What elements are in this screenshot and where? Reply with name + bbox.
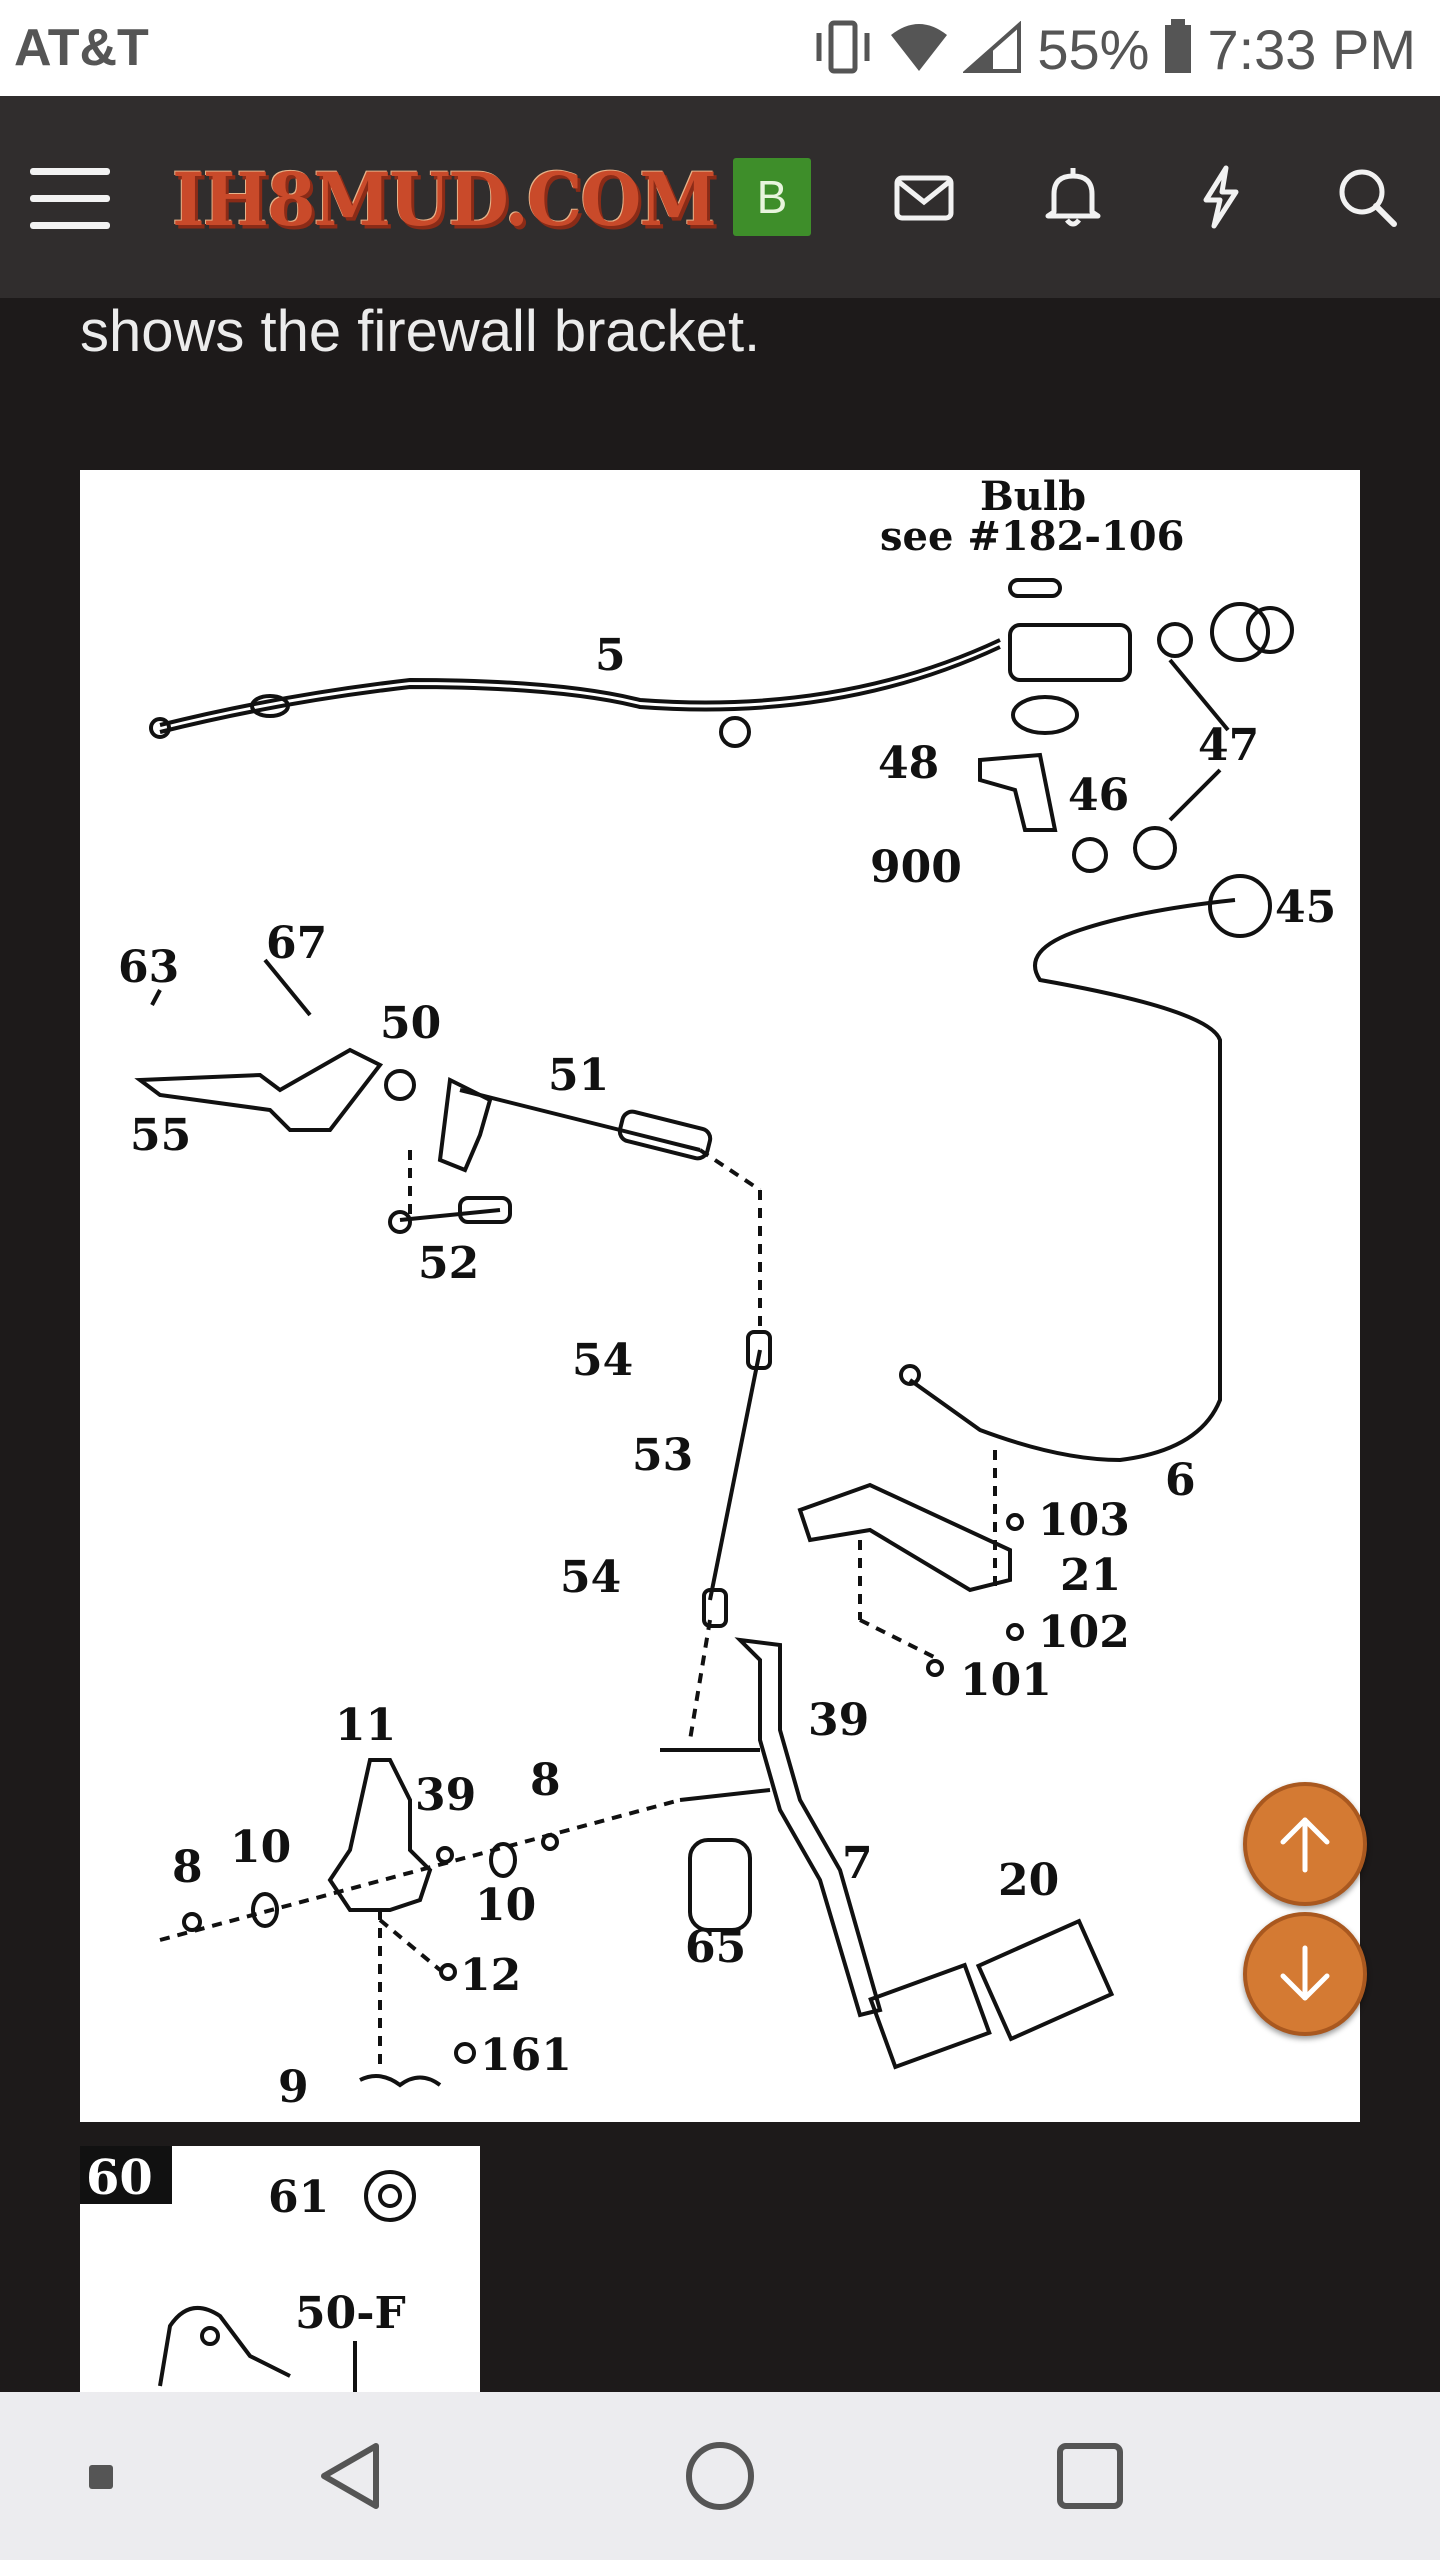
part-label: 102 [1038,1607,1130,1658]
part-label: 54 [560,1552,621,1603]
wifi-icon [889,21,949,78]
part-label: 11 [335,1700,396,1751]
part-label: 53 [632,1430,693,1481]
mail-icon[interactable] [891,164,957,230]
diagram2-label: 50-F [295,2288,406,2339]
parts-diagram[interactable]: Bulb see #182-106 5 47 48 46 900 45 63 6… [80,470,1360,2122]
part-label: 6 [1165,1455,1196,1506]
parts-diagram-2-drawing: 60 61 50-F [80,2146,416,2392]
lightning-icon[interactable] [1188,164,1254,230]
bell-icon[interactable] [1040,164,1106,230]
scroll-up-button[interactable] [1243,1782,1367,1906]
home-icon[interactable] [684,2440,756,2512]
diagram2-label: 61 [268,2172,329,2223]
part-label: 10 [475,1880,536,1931]
part-label: 5 [595,630,626,681]
site-header: IH8MUD.COM B [0,96,1440,298]
part-label: 52 [418,1238,479,1289]
parts-diagram-drawing: Bulb see #182-106 5 47 48 46 900 45 63 6… [118,473,1336,2113]
part-label: 161 [480,2030,572,2081]
bulb-label: Bulb [980,473,1086,520]
part-label: 63 [118,942,179,993]
carrier-name: AT&T [14,19,149,77]
diagram2-label: 60 [86,2150,153,2206]
part-label: 65 [685,1922,746,1973]
part-label: 900 [870,842,962,893]
part-label: 47 [1198,720,1259,771]
signal-icon [962,20,1023,78]
part-label: 39 [808,1695,869,1746]
parts-diagram-2[interactable]: 60 61 50-F [80,2146,480,2392]
site-logo[interactable]: IH8MUD.COM [172,155,717,244]
status-bar: AT&T 55% 7:33 PM [0,0,1440,96]
part-label: 103 [1038,1495,1130,1546]
part-label: 50 [380,998,441,1049]
arrow-up-icon [1280,1817,1330,1873]
part-label: 8 [172,1842,203,1893]
part-label: 46 [1068,770,1129,821]
part-label: 55 [130,1110,191,1161]
arrow-down-icon [1280,1945,1330,2001]
menu-icon[interactable] [30,168,110,229]
scroll-down-button[interactable] [1243,1912,1367,2036]
part-label: 12 [460,1950,521,2001]
part-label: 39 [415,1770,476,1821]
part-label: 54 [572,1335,633,1386]
part-label: 51 [548,1050,609,1101]
part-label: 20 [998,1855,1059,1906]
part-label: 21 [1060,1550,1121,1601]
vibrate-icon [811,19,875,80]
recent-square-small-icon[interactable] [86,2462,116,2492]
battery-icon [1163,18,1193,80]
part-label: 7 [842,1838,873,1889]
part-label: 8 [530,1755,561,1806]
system-nav-bar [0,2392,1440,2560]
status-indicators: 55% 7:33 PM [811,14,1416,84]
post-text: shows the firewall bracket. [80,299,761,364]
part-label: 10 [230,1822,291,1873]
part-label: 48 [878,738,939,789]
clock: 7:33 PM [1207,17,1416,81]
user-avatar-badge[interactable]: B [733,158,811,236]
overview-icon[interactable] [1054,2440,1126,2512]
battery-percent: 55% [1037,17,1150,81]
search-icon[interactable] [1334,164,1400,230]
bulb-reference: see #182-106 [880,513,1184,560]
part-label: 101 [960,1655,1052,1706]
part-label: 67 [266,918,327,969]
back-icon[interactable] [316,2440,386,2512]
part-label: 9 [278,2062,309,2113]
part-label: 45 [1275,882,1336,933]
